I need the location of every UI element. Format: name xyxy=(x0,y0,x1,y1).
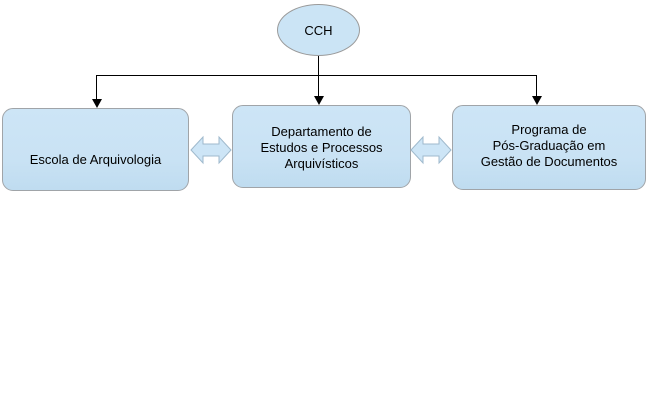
node-programa-label: Programa de Pós-Graduação em Gestão de D… xyxy=(480,121,618,169)
arrowhead-programa-icon xyxy=(532,96,542,105)
node-cch[interactable]: CCH xyxy=(277,4,360,56)
double-arrow-icon xyxy=(410,135,452,165)
connector-horizontal-bus xyxy=(96,75,537,76)
connector-cch-to-departamento-line xyxy=(318,75,319,98)
node-programa[interactable]: Programa de Pós-Graduação em Gestão de D… xyxy=(452,105,646,190)
connector-cch-stem xyxy=(318,56,319,76)
arrowhead-departamento-icon xyxy=(314,96,324,105)
bidirectional-arrow-escola-departamento[interactable] xyxy=(189,128,233,172)
node-escola-label: Escola de Arquivologia xyxy=(29,151,162,167)
connector-cch-to-programa-line xyxy=(536,75,537,98)
node-escola[interactable]: Escola de Arquivologia xyxy=(2,108,189,191)
bidirectional-arrow-departamento-programa[interactable] xyxy=(409,128,453,172)
node-cch-label: CCH xyxy=(304,22,333,38)
arrowhead-escola-icon xyxy=(92,99,102,108)
node-departamento-label: Departamento de Estudos e Processos Arqu… xyxy=(260,123,383,171)
double-arrow-icon xyxy=(190,135,232,165)
connector-cch-to-escola-line xyxy=(96,75,97,101)
node-departamento[interactable]: Departamento de Estudos e Processos Arqu… xyxy=(232,105,411,188)
